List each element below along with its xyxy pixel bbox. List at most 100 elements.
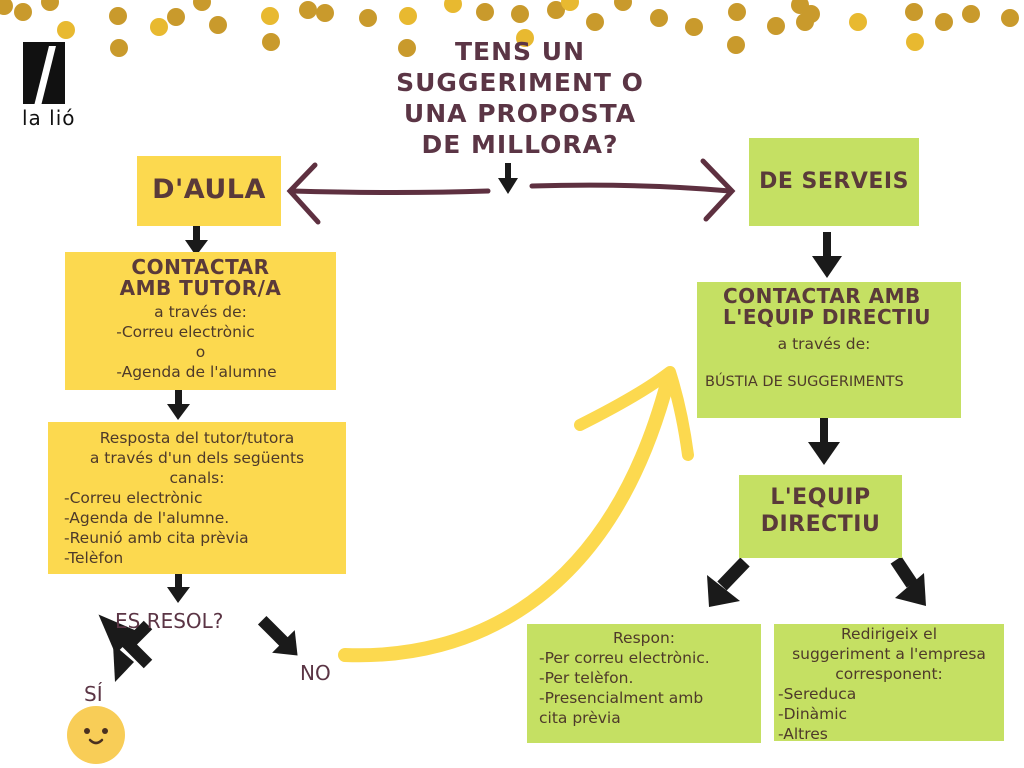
confetti-dot [0,0,13,15]
intro-line: Resposta del tutor/tutora [99,429,295,447]
confetti-dot [962,5,980,23]
contact-tutor-box: CONTACTAR AMB TUTOR/A a través de: -Corr… [65,252,336,390]
confetti-dot [110,39,128,57]
yes-arrow-head [113,620,153,682]
no-label: NO [300,661,331,685]
respond-item: -Presencialment amb [539,689,704,707]
redirect-box: Redirigeix el suggeriment a l'empresa co… [774,624,1004,744]
confetti-dot [57,21,75,39]
resolved-question: ES RESOL? [115,609,224,633]
channel-item: o [195,343,206,361]
respond-channels: -Per correu electrònic. -Per telèfon. -P… [527,648,761,728]
company-item: -Altres [778,725,828,743]
team-to-redirect-arrow [890,556,926,606]
contact-team-via: a través de: [777,335,871,353]
redirect-line: Redirigeix el [840,625,938,643]
confetti-dot [444,0,462,13]
heading-line: AMB TUTOR/A [119,276,282,300]
management-team-label: L'EQUIP DIRECTIU [739,486,902,536]
confetti-dot [849,13,867,31]
contact-team-heading: CONTACTAR AMB L'EQUIP DIRECTIU [697,286,961,328]
confetti-dot [561,0,579,11]
title-line: DE MILLORA? [421,130,619,159]
respond-item: -Per correu electrònic. [539,649,710,667]
down-arrow-response-to-question [167,574,190,603]
confetti-dot [316,4,334,22]
intro-line: a través d'un dels següents [89,449,305,467]
redirect-companies: -Sereduca -Dinàmic -Altres [774,684,1004,744]
company-item: -Dinàmic [778,705,848,723]
left-maroon-arrow [286,162,491,225]
redirect-line: suggeriment a l'empresa [792,645,986,663]
confetti-dot [685,18,703,36]
page-title: TENS UN SUGGERIMENT O UNA PROPOSTA DE MI… [370,36,670,160]
down-arrow-contact-to-team [808,418,840,465]
down-arrow-serveis-to-contact [812,232,842,278]
intro-line: canals: [169,469,225,487]
company-item: -Sereduca [778,685,857,703]
confetti-dot [262,33,280,51]
team-to-respond-arrow [707,557,750,607]
confetti-dot [41,0,59,11]
title-line: SUGGERIMENT O [396,68,644,97]
confetti-dot [547,1,565,19]
smiley-face-icon [67,706,125,764]
confetti-dot [359,9,377,27]
confetti-dot [1001,9,1019,27]
category-aula-label: D'AULA [152,174,266,205]
title-line: TENS UN [455,37,585,66]
confetti-dot [261,7,279,25]
heading-line: CONTACTAR [131,255,270,279]
tutor-response-box: Resposta del tutor/tutora a través d'un … [48,422,346,574]
channel-item: -Agenda de l'alumne [116,363,277,381]
confetti-dot [935,13,953,31]
yes-label: SÍ [84,682,103,706]
channel-item: -Telèfon [64,549,124,567]
title-line: UNA PROPOSTA [403,99,637,128]
contact-tutor-details: a través de: -Correu electrònic o -Agend… [65,302,336,382]
confetti-dot [167,8,185,26]
no-diagonal-arrow [257,615,298,656]
redirect-line: corresponent: [835,665,943,683]
confetti-dot [398,39,416,57]
category-serveis-label: DE SERVEIS [759,169,909,194]
heading-line: L'EQUIP DIRECTIU [723,305,931,329]
logo-text: la lió [22,106,76,130]
confetti-dot [109,7,127,25]
contact-tutor-heading: CONTACTAR AMB TUTOR/A [65,257,336,299]
suggestion-box-channel: BÚSTIA DE SUGGERIMENTS [705,374,904,390]
right-maroon-arrow [529,158,736,222]
channel-item: -Reunió amb cita prèvia [64,529,249,547]
team-line: DIRECTIU [760,512,881,538]
category-serveis-box: DE SERVEIS [749,138,919,226]
respond-heading: Respon: [612,629,676,647]
confetti-dot [516,29,534,47]
confetti-dot [728,3,746,21]
confetti-dot [299,1,317,19]
confetti-dot [727,36,745,54]
respond-item: -Per telèfon. [539,669,634,687]
via-label: a través de: [154,303,247,321]
center-down-arrow [498,163,518,194]
confetti-dot [399,7,417,25]
channel-item: -Correu electrònic [116,323,255,341]
down-arrow-contact-to-response [167,390,190,420]
confetti-dot [209,16,227,34]
confetti-dot [511,5,529,23]
logo: la lió [22,42,78,130]
confetti-dot [650,9,668,27]
gold-confetti-decoration [0,0,1019,57]
heading-line: CONTACTAR AMB [723,284,921,308]
team-line: L'EQUIP [770,485,871,510]
management-team-box: L'EQUIP DIRECTIU [739,475,902,558]
contact-team-box: CONTACTAR AMB L'EQUIP DIRECTIU a través … [697,282,961,418]
confetti-dot [193,0,211,11]
channel-item: -Agenda de l'alumne. [64,509,230,527]
confetti-dot [905,3,923,21]
logo-mark-icon [23,42,65,104]
category-aula-box: D'AULA [137,156,281,226]
respond-item: cita prèvia [539,709,621,727]
confetti-dot [586,13,604,31]
tutor-response-channels: -Correu electrònic -Agenda de l'alumne. … [48,488,346,568]
confetti-dot [614,0,632,11]
